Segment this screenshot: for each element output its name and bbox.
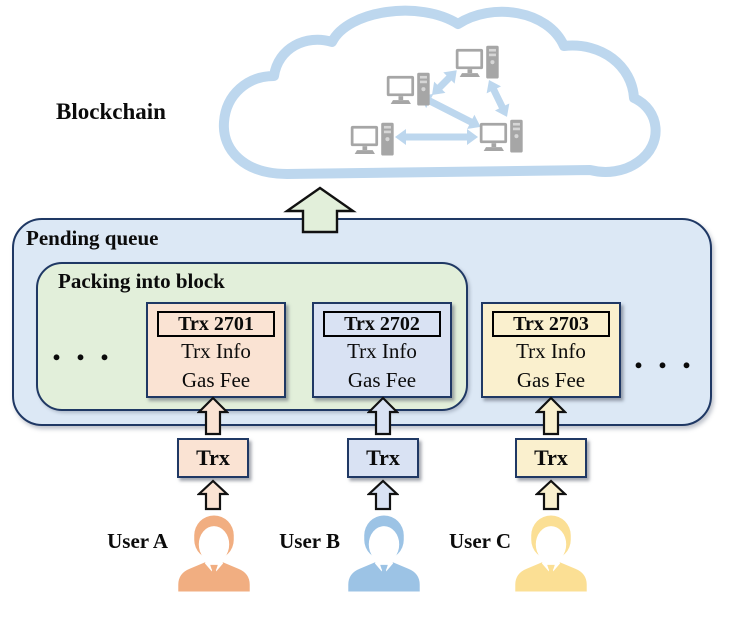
trx-2703-title: Trx 2703 [492,311,610,337]
user-b-label: User B [279,529,340,553]
user-c-label: User C [448,529,511,553]
network-link-arrow-icon [395,129,478,145]
blockchain-cloud [218,5,661,179]
trx-to-queue-arrow-icon [197,396,229,436]
user-b-trx-box: Trx [347,438,419,478]
user-c-trx-box: Trx [515,438,587,478]
trx-2703-card: Trx 2703 Trx Info Gas Fee [481,302,621,398]
user-a-trx-box: Trx [177,438,249,478]
blockchain-label: Blockchain [56,99,166,124]
trx-to-queue-arrow-icon [367,396,399,436]
person-icon [178,515,250,592]
person-icon [515,515,587,592]
ellipsis-left: . . . [52,328,111,368]
pending-queue-label: Pending queue [26,226,159,250]
user-c-avatar [515,515,587,592]
network-link-arrow-icon [420,93,481,130]
gas-fee-line: Gas Fee [347,368,417,392]
trx-to-queue-arrow-icon [535,396,567,436]
person-icon [348,515,420,592]
packing-into-block-label: Packing into block [58,269,225,293]
trx-2702-card: Trx 2702 Trx Info Gas Fee [312,302,452,398]
network-link-arrow-icon [432,70,457,95]
trx-info-line: Trx Info [347,339,417,363]
user-to-trx-arrow-icon [367,479,399,511]
ellipsis-right: . . . [634,336,693,376]
computer-node-icon [455,45,499,79]
user-to-trx-arrow-icon [197,479,229,511]
computer-node-icon [386,72,430,106]
user-to-trx-arrow-icon [535,479,567,511]
gas-fee-line: Gas Fee [516,368,586,392]
trx-info-line: Trx Info [181,339,251,363]
user-b-avatar [348,515,420,592]
computer-node-icon [479,119,523,153]
trx-2702-title: Trx 2702 [323,311,441,337]
gas-fee-line: Gas Fee [181,368,251,392]
trx-2701-card: Trx 2701 Trx Info Gas Fee [146,302,286,398]
user-a-label: User A [107,529,168,553]
user-a-avatar [178,515,250,592]
trx-info-line: Trx Info [516,339,586,363]
queue-to-blockchain-arrow-icon [283,186,357,234]
trx-2701-title: Trx 2701 [157,311,275,337]
computer-node-icon [350,122,394,156]
network-link-arrow-icon [486,80,510,117]
